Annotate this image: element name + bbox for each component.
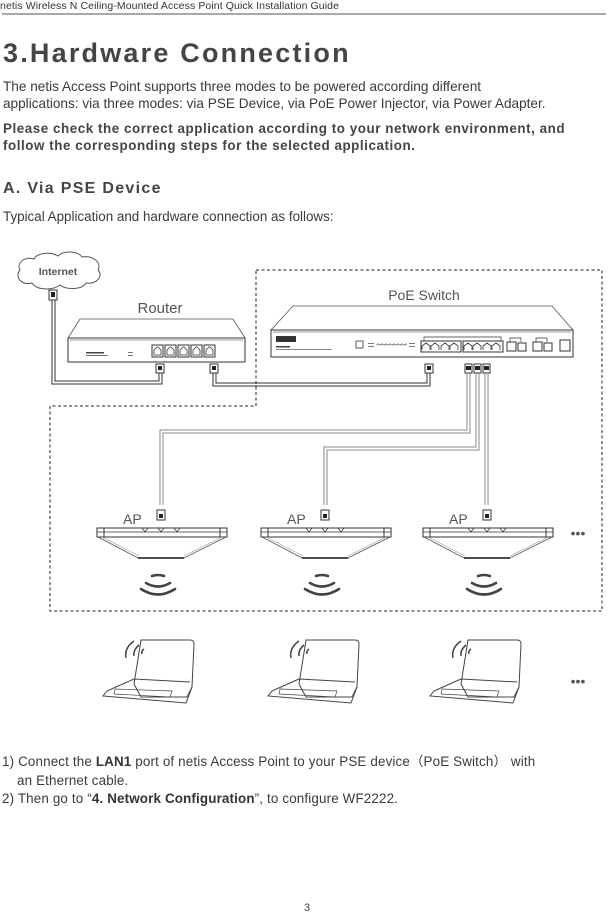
wifi-signal-icon [465, 573, 503, 596]
internet-cloud-icon: Internet [17, 251, 101, 290]
more-clients-ellipsis: ••• [571, 673, 586, 689]
rj45-plug-icon [209, 363, 219, 374]
diagram-caption: Typical Application and hardware connect… [3, 209, 334, 224]
wifi-signal-icon [303, 573, 341, 596]
header-rule [2, 13, 606, 15]
intro-paragraph: The netis Access Point supports three mo… [3, 78, 612, 112]
rj45-plug-icon [482, 363, 491, 374]
intro-line: The netis Access Point supports three mo… [3, 79, 482, 94]
rj45-plug-icon [424, 363, 434, 374]
laptop-icon [102, 639, 195, 704]
poe-switch-label: PoE Switch [388, 287, 460, 303]
step-text: ”, to configure WF2222. [254, 791, 399, 806]
laptop-icon [267, 639, 360, 704]
step-number: 2) [2, 791, 15, 806]
section-title: 3.Hardware Connection [3, 38, 351, 68]
note-line: follow the corresponding steps for the s… [3, 137, 416, 153]
application-note: Please check the correct application acc… [3, 121, 565, 154]
access-point-3: AP [422, 509, 554, 596]
step-number: 1) [2, 754, 15, 769]
rj45-plug-icon [155, 363, 165, 374]
step-text: Connect the [14, 754, 96, 769]
router-switch-cable [212, 373, 431, 387]
netis-logo [276, 336, 296, 342]
access-point-2: AP [260, 509, 392, 596]
router-device [67, 318, 246, 363]
router-ports [151, 344, 216, 358]
rj45-plug-icon [473, 363, 482, 374]
ap-label: AP [449, 511, 468, 527]
note-line: Please check the correct application acc… [3, 121, 566, 136]
step-1-continued: an Ethernet cable. [17, 772, 129, 788]
laptop-icon [429, 639, 522, 704]
step-text: Then go to “ [14, 791, 92, 806]
poe-switch-device [270, 305, 574, 358]
setup-steps: 1) Connect the LAN1 port of netis Access… [2, 753, 535, 809]
connection-diagram: Internet Router PoE Switch [17, 251, 603, 704]
ap-cables [159, 373, 489, 505]
wifi-signal-icon [139, 573, 177, 596]
switch-uplink-ports [506, 337, 571, 352]
step-1: 1) Connect the LAN1 port of netis Access… [2, 753, 535, 772]
rj45-plug-icon [464, 363, 473, 374]
running-header: netis Wireless N Ceiling-Mounted Access … [0, 0, 340, 12]
intro-line: applications: via three modes: via PSE D… [3, 96, 546, 111]
more-aps-ellipsis: ••• [571, 525, 586, 541]
rj45-plug-icon [48, 289, 58, 301]
ap-label: AP [287, 511, 306, 527]
internet-cable [51, 300, 163, 385]
switch-poe-ports [420, 340, 504, 353]
access-point-1: AP [96, 509, 228, 596]
router-zone-border [49, 269, 603, 612]
step-2: 2) Then go to “4. Network Configuration”… [2, 790, 535, 809]
section-reference: 4. Network Configuration [91, 791, 255, 806]
subsection-title: A. Via PSE Device [3, 180, 162, 197]
internet-label: Internet [39, 266, 78, 278]
router-label: Router [137, 300, 182, 317]
step-text: port of netis Access Point to your PSE d… [131, 754, 536, 769]
port-name: LAN1 [95, 754, 132, 769]
ap-label: AP [123, 511, 142, 527]
page-number: 3 [304, 902, 311, 914]
